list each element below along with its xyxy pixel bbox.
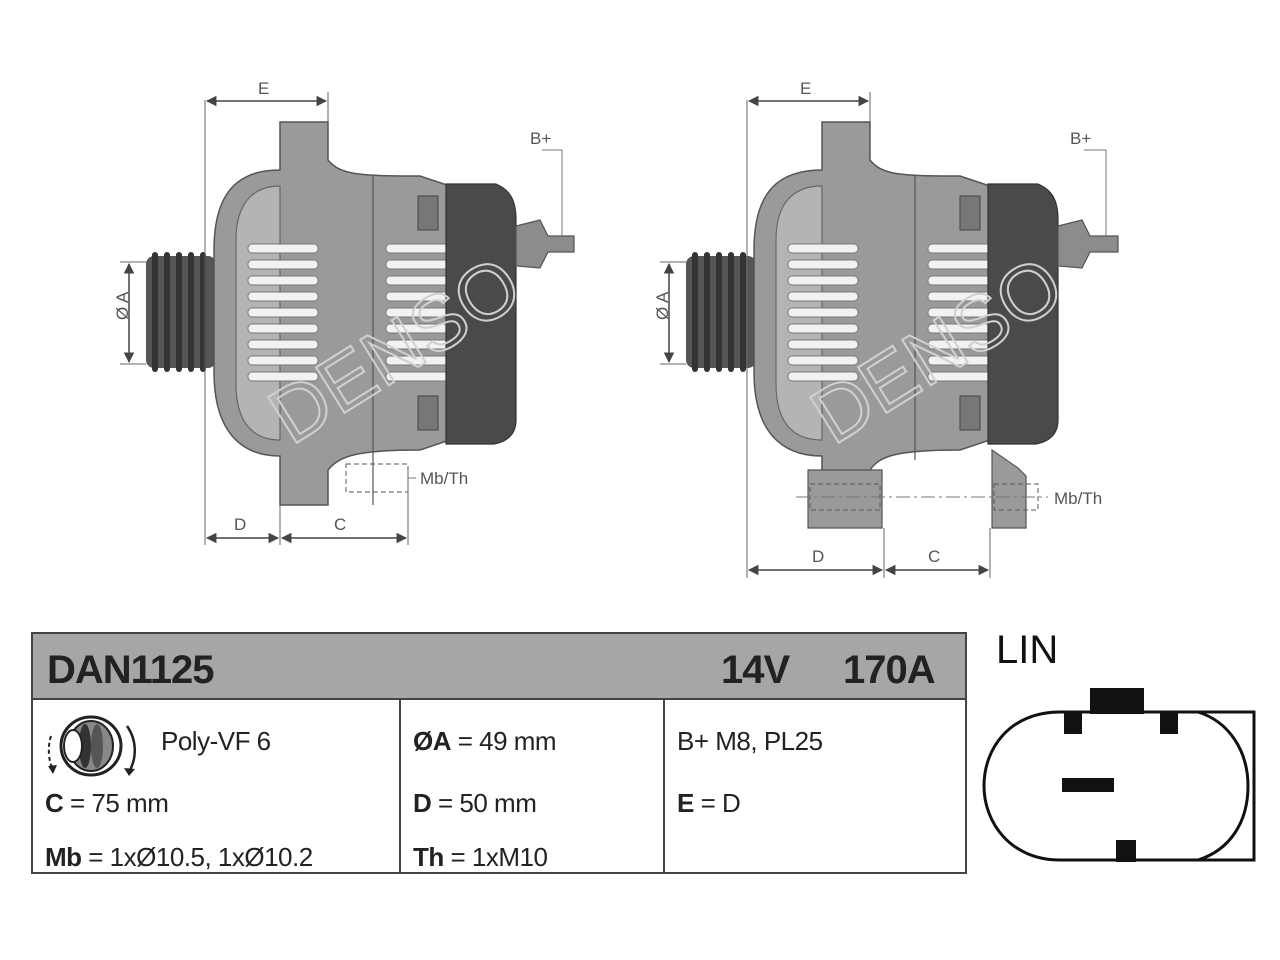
connector-type-label: LIN <box>996 628 1059 672</box>
alternator-view-left: DENSO E D C Ø A B+ Mb/Th <box>113 79 575 545</box>
dim-c-right: C <box>928 547 940 566</box>
spec-column-1: Poly-VF 6 C = 75 mm Mb = 1xØ10.5, 1xØ10.… <box>33 700 401 874</box>
label-bplus-right: B+ <box>1070 129 1091 148</box>
dim-e-left: E <box>258 79 269 98</box>
dim-c-left: C <box>334 515 346 534</box>
connector-diagram <box>982 688 1256 862</box>
alternator-drawing: DENSO E D C Ø A B+ Mb/Th <box>113 79 1119 578</box>
pulley-right <box>686 252 756 372</box>
spec-th: Th = 1xM10 <box>413 842 548 872</box>
voltage: 14V <box>721 648 790 692</box>
label-mbth-right: Mb/Th <box>1054 489 1102 508</box>
alternator-view-right: DENSO E D C Ø A B+ Mb/Th <box>653 79 1119 578</box>
dim-a-right: Ø A <box>653 291 672 320</box>
spec-c: C = 75 mm <box>45 788 169 818</box>
spec-mb: Mb = 1xØ10.5, 1xØ10.2 <box>45 842 313 872</box>
dim-d-left: D <box>234 515 246 534</box>
spec-e: E = D <box>677 788 741 818</box>
part-number: DAN1125 <box>47 648 214 692</box>
spec-header: DAN1125 14V 170A <box>33 634 965 700</box>
spec-column-2: ØA = 49 mm D = 50 mm Th = 1xM10 <box>401 700 665 874</box>
belt-type: Poly-VF 6 <box>161 726 271 756</box>
label-bplus-left: B+ <box>530 129 551 148</box>
pulley-rotation-icon <box>47 715 136 777</box>
label-mbth-left: Mb/Th <box>420 469 468 488</box>
spec-terminal: B+ M8, PL25 <box>677 726 823 756</box>
dim-e-right: E <box>800 79 811 98</box>
spec-a: ØA = 49 mm <box>413 726 557 756</box>
spec-d: D = 50 mm <box>413 788 537 818</box>
spec-column-3: B+ M8, PL25 E = D <box>665 700 967 874</box>
dim-d-right: D <box>812 547 824 566</box>
spec-table: DAN1125 14V 170A Poly-VF 6 C = 75 mm Mb … <box>31 632 967 874</box>
current-rating: 170A <box>843 648 936 692</box>
dim-a-left: Ø A <box>113 291 132 320</box>
